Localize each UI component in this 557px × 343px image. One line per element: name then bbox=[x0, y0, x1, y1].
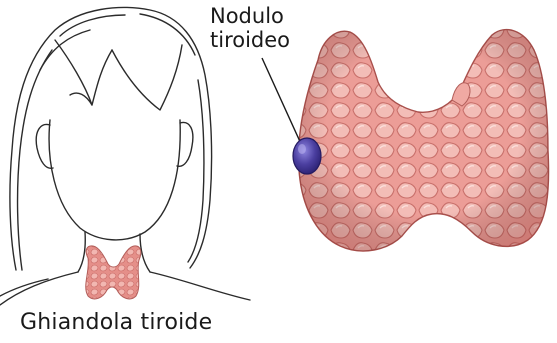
thyroid-nodule bbox=[293, 138, 321, 174]
nodule-pointer-line bbox=[262, 58, 302, 146]
caption-thyroid-gland: Ghiandola tiroide bbox=[20, 311, 212, 335]
thyroid-gland-small bbox=[86, 246, 141, 299]
nodule-label: Nodulo tiroideo bbox=[210, 4, 290, 52]
thyroid-gland-large bbox=[299, 30, 549, 251]
nodule-label-line2: tiroideo bbox=[210, 28, 290, 52]
nodule-label-line1: Nodulo bbox=[210, 4, 290, 28]
